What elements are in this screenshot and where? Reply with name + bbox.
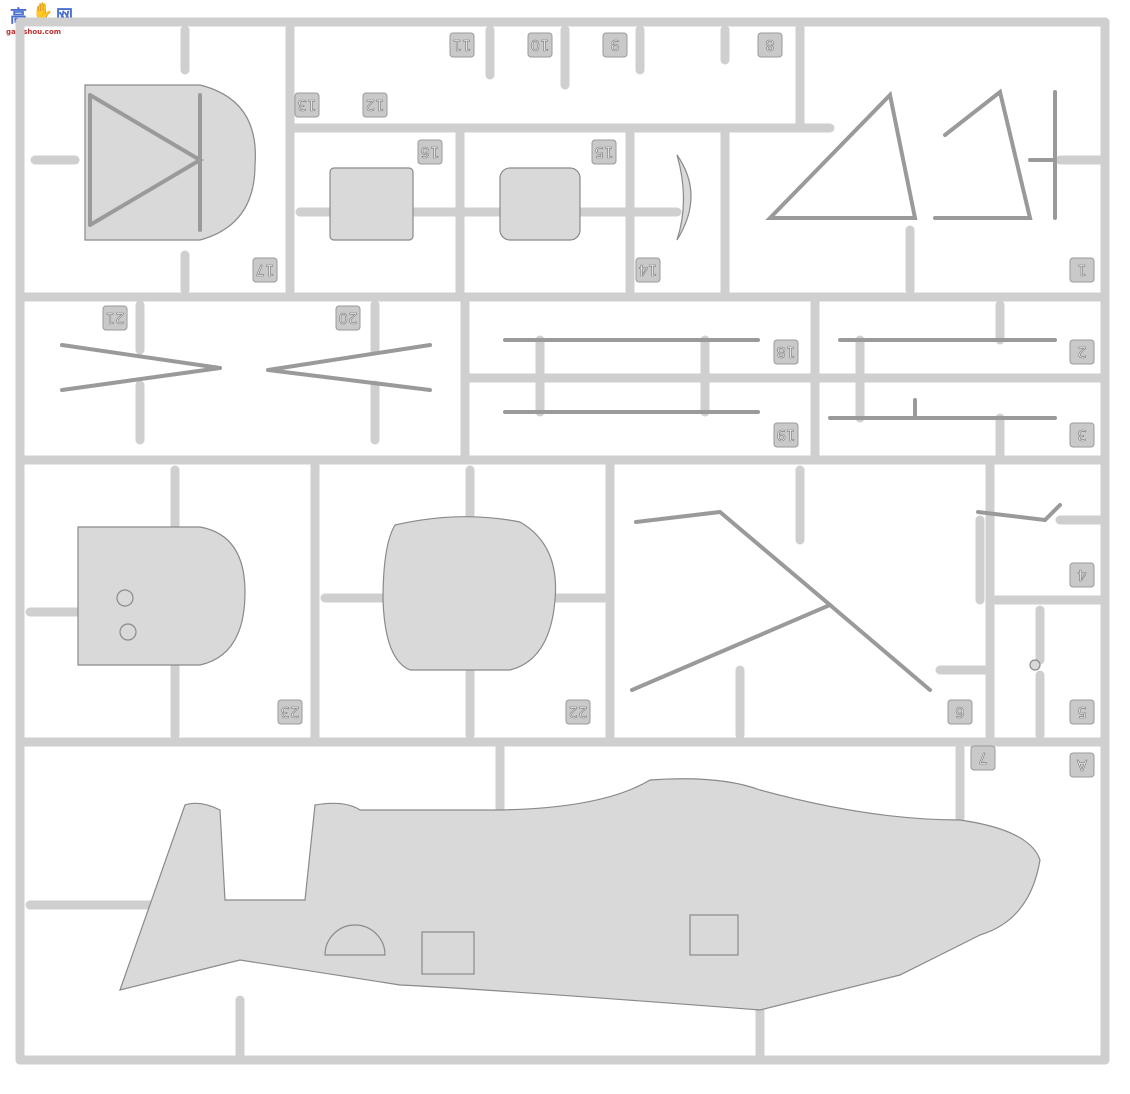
part-number-8: 8 [757,32,783,58]
part-number-11-text: 11 [452,36,471,54]
part-fuselage [119,778,1041,1011]
part-number-5: 5 [1069,699,1095,725]
part-number-11: 11 [449,32,475,58]
part-number-5-text: 5 [1077,703,1087,721]
part-number-21: 21 [102,305,128,331]
part-23 [77,526,246,666]
part-number-18: 18 [773,339,799,365]
part-20 [266,343,432,392]
part-number-6-text: 6 [955,703,965,721]
sprue-letter-text: A [1076,756,1087,774]
part-number-6: 6 [947,699,973,725]
part-number-19: 19 [773,422,799,448]
part-number-23: 23 [277,699,303,725]
part-number-20: 20 [335,305,361,331]
runners [15,17,1110,1065]
part-number-12: 12 [362,92,388,118]
part-number-2: 2 [1069,339,1095,365]
part-number-3-text: 3 [1077,426,1087,444]
part-number-23-text: 23 [280,703,299,721]
part-number-16-text: 16 [420,143,439,161]
part-14 [676,154,692,241]
part-number-22-text: 22 [568,703,587,721]
part-number-13-text: 13 [297,96,316,114]
logo-hand-icon: ✋ [32,2,54,22]
part-number-21-text: 21 [105,309,124,327]
part-number-10-text: 10 [530,36,549,54]
part-number-2-text: 2 [1077,343,1087,361]
part-16 [329,167,414,241]
part-number-19-text: 19 [776,426,795,444]
part-number-3: 3 [1069,422,1095,448]
part-number-10: 10 [527,32,553,58]
parts [60,84,1062,1011]
part-number-7-text: 7 [978,749,988,767]
part-22 [382,516,557,671]
part-21 [60,343,222,392]
part-number-14-text: 14 [638,261,657,279]
part-5 [1029,659,1041,671]
part-number-18-text: 18 [776,343,795,361]
part-number-17-text: 17 [255,261,274,279]
part-1 [765,88,1057,220]
part-number-4-text: 4 [1077,566,1087,584]
part-number-17: 17 [252,257,278,283]
part-number-7: 7 [970,745,996,771]
part-6 [630,509,932,692]
part-number-1-text: 1 [1077,261,1087,279]
part-number-15-text: 15 [594,143,613,161]
part-3 [828,398,1057,420]
part-number-16: 16 [417,139,443,165]
part-15 [499,167,581,241]
part-number-15: 15 [591,139,617,165]
part-number-8-text: 8 [765,36,775,54]
part-4 [976,503,1062,523]
part-number-13: 13 [294,92,320,118]
part-number-14: 14 [635,257,661,283]
part-number-22: 22 [565,699,591,725]
part-number-12-text: 12 [365,96,384,114]
part-number-1: 1 [1069,257,1095,283]
part-number-9: 9 [602,32,628,58]
part-number-20-text: 20 [338,309,357,327]
sprue-letter: A [1069,752,1095,778]
logo-url: gao.shou.com [6,28,62,36]
part-number-4: 4 [1069,562,1095,588]
part-number-9-text: 9 [610,36,620,54]
